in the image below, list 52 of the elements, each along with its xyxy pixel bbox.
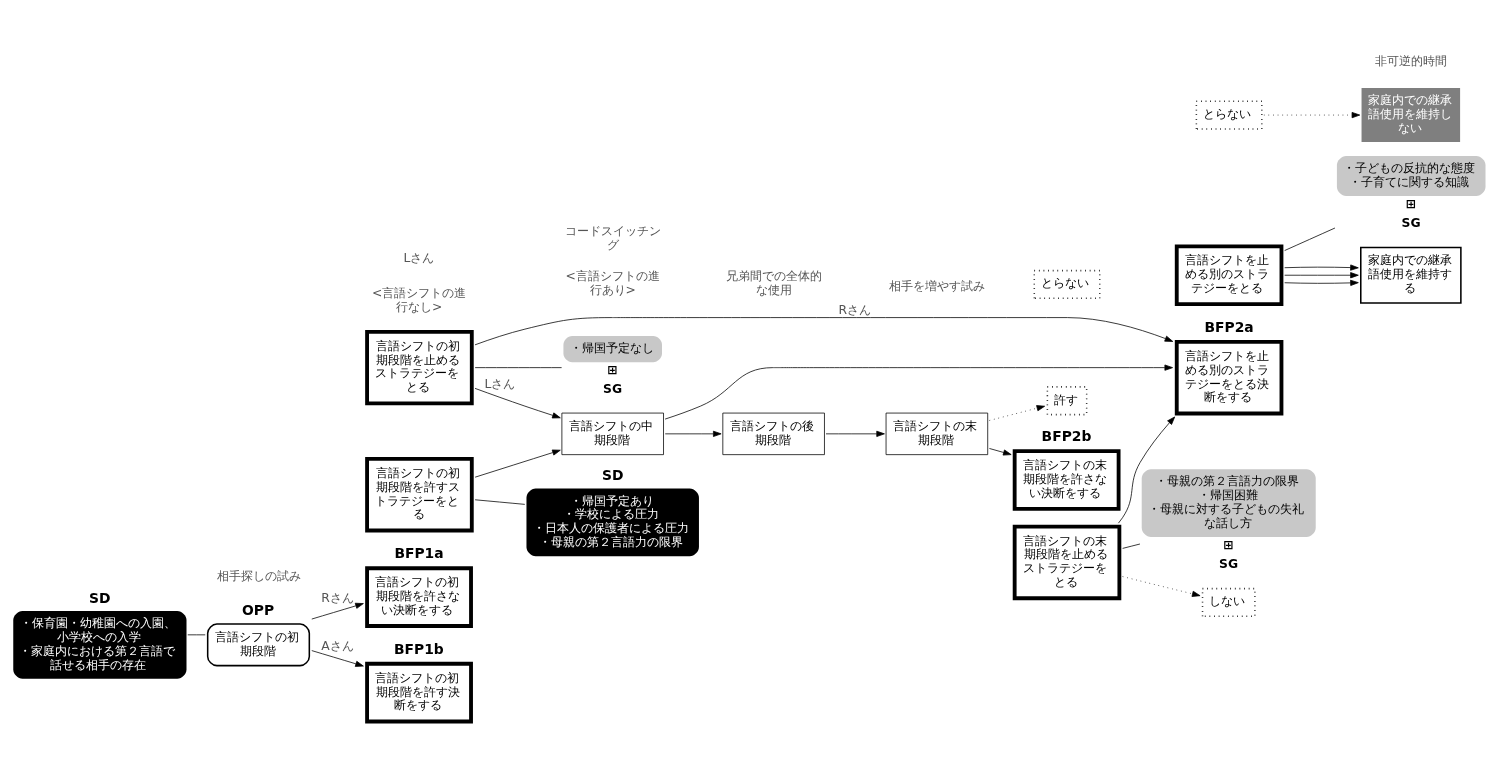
node-box: ・母親の第２言語力の限界 ・帰国困難 ・母親に対する子どもの失礼な話し方 [1141,468,1316,537]
label: 相手探しの試み [216,568,301,583]
edge-label: Rさん [838,302,872,317]
arrow [1284,264,1359,271]
node-label: BFP1b [394,640,444,657]
arrow [1122,575,1201,597]
edge-label: Lさん [484,376,516,391]
node-label: SG [1219,556,1239,571]
label: 兄弟間での全体的な使用 [725,268,822,297]
connector [1122,543,1141,549]
node-label: BFP1a [394,544,444,561]
node-label: SD [601,466,624,483]
edge-label: Rさん [321,590,354,605]
node-label: BFP2a [1204,318,1254,335]
arrow [1284,271,1359,278]
node-box: ・帰国予定なし [563,335,662,362]
arrow [1284,279,1359,286]
node-box: 家庭内での継承語使用を維持しない [1361,87,1461,142]
node-label: ⊞ [607,362,618,377]
arrow [1263,111,1361,118]
arrow [474,387,561,418]
node-label: BFP2b [1041,427,1092,444]
label: コードスイッチング [564,223,661,252]
arrow [1118,416,1176,524]
connector [474,498,526,505]
arrow [474,316,1174,345]
label: 相手を増やす試み [888,278,985,293]
arrow [989,404,1046,421]
arrow [825,430,885,437]
connector [187,633,206,635]
node-label: SG [603,381,623,396]
node-box: ・帰国予定あり ・学校による圧力 ・日本人の保護者による圧力 ・母親の第２言語力の限界 [526,488,699,556]
node-label: ⊞ [1405,196,1417,211]
arrow [664,430,722,437]
label: <言語シフトの進行なし> [371,285,467,313]
arrow [989,447,1012,455]
arrow [311,602,364,619]
connector [1284,227,1336,251]
label: <言語シフトの進行あり> [565,268,660,297]
node-label: ⊞ [1223,537,1234,552]
arrow [311,649,364,667]
arrow [474,449,561,478]
node-box: ・子どもの反抗的な態度 ・子育てに関する知識 [1336,155,1486,196]
arrow [664,364,1173,419]
label: Lさん [403,250,435,265]
node-box: ・保育園・幼稚園への入園、小学校への入学 ・家庭内における第２言語で話せる相手の存在 [13,610,187,679]
label: 非可逆的時間 [1374,53,1447,68]
node-label: OPP [241,601,275,618]
connector [474,366,562,368]
edge-label: Aさん [321,638,354,653]
node-label: SD [89,589,111,606]
node-label: SG [1401,215,1421,230]
